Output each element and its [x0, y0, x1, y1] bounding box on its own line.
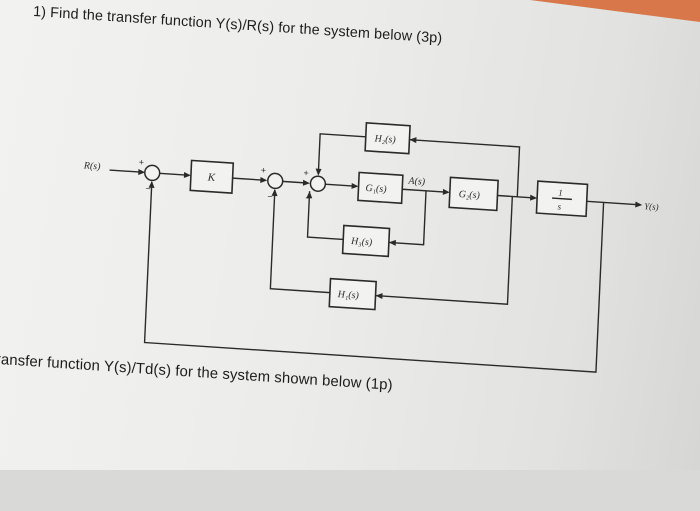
output-label: Y(s) — [644, 201, 659, 212]
h2-block-label: H₂(s) — [373, 133, 396, 146]
k-block-label: K — [206, 171, 216, 184]
output-arrow — [635, 201, 643, 208]
arrow-into-h3 — [388, 239, 396, 246]
sum2-plus-sign: + — [261, 165, 267, 175]
h3-block-label: H₃(s) — [350, 236, 373, 249]
input-signal-line — [109, 169, 143, 173]
k-to-sum2-line — [232, 177, 265, 181]
g1-block-label: G₁(s) — [365, 183, 387, 195]
h1-input-line — [375, 196, 514, 305]
sum2-to-sum3-line — [282, 180, 308, 184]
arrow-into-g1 — [351, 182, 359, 189]
h3-output-line — [306, 191, 344, 241]
unity-feedback-line — [143, 181, 605, 373]
integrator-denominator: s — [557, 201, 561, 211]
h1-output-line — [269, 189, 330, 294]
g2-block-label: G₂(s) — [458, 189, 480, 201]
sum1-to-k-line — [159, 172, 188, 176]
summing-junction-1 — [144, 164, 161, 182]
arrow-h2-to-sum3 — [315, 168, 322, 176]
g2-to-integrator-line — [497, 194, 535, 199]
sum2-minus-sign: − — [267, 191, 273, 201]
arrow-h3-to-sum3 — [306, 191, 313, 199]
integrator-fraction-bar — [552, 197, 572, 201]
h2-input-line — [409, 138, 521, 197]
sum1-minus-sign: − — [145, 183, 151, 193]
g1-to-g2-line — [402, 188, 447, 193]
arrow-into-h1 — [375, 293, 383, 300]
integrator-numerator: 1 — [558, 187, 563, 197]
h3-input-line — [388, 190, 427, 246]
arrow-into-h2 — [409, 137, 417, 144]
arrow-into-sum2 — [260, 176, 268, 183]
arrow-h1-to-sum2 — [271, 188, 278, 197]
arrow-into-g2 — [442, 188, 450, 195]
arrow-into-integrator — [530, 194, 538, 201]
signal-a-label: A(s) — [407, 176, 426, 188]
table-corner — [530, 0, 700, 22]
sum3-to-g1-line — [324, 183, 356, 187]
output-signal-line — [586, 200, 640, 206]
arrow-into-k — [183, 171, 191, 178]
sum3-plus-sign: + — [303, 168, 309, 178]
arrow-feedback-to-sum1 — [148, 180, 155, 189]
arrow-into-sum3 — [302, 179, 310, 186]
input-label: R(s) — [83, 160, 102, 172]
sum1-plus-sign: + — [139, 157, 145, 167]
arrow-into-sum1 — [138, 168, 146, 175]
h1-block-label: H₁(s) — [337, 289, 360, 302]
summing-junction-2 — [267, 172, 284, 190]
summing-junction-3 — [309, 175, 327, 192]
h2-output-line — [317, 133, 366, 174]
